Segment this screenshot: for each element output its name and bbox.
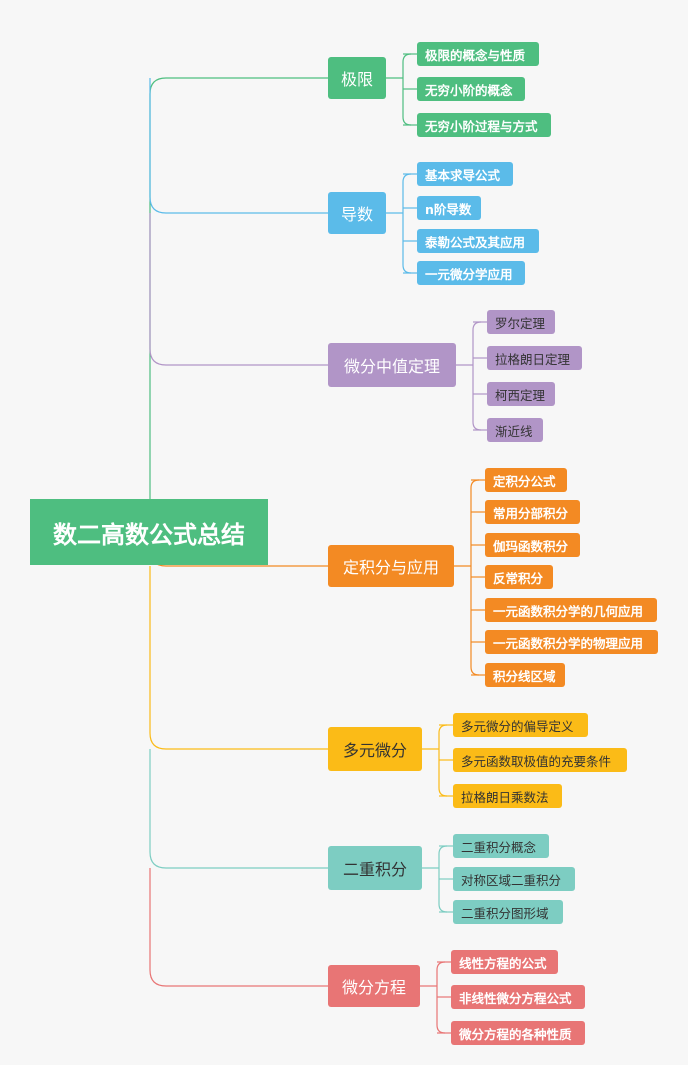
leaf-topic[interactable]: 线性方程的公式 [451,950,558,974]
branch-double-integral[interactable]: 二重积分 [328,846,422,890]
branch-title: 二重积分 [342,860,407,879]
leaf-topic[interactable]: 反常积分 [485,565,553,589]
branch-differential-equation[interactable]: 微分方程 [328,965,420,1007]
connector-line [149,78,328,214]
leaf-topic[interactable]: 多元函数取极值的充要条件 [453,748,627,772]
leaf-topic[interactable]: 定积分公式 [485,468,567,492]
branch-title: 导数 [340,205,373,224]
leaf-topic[interactable]: 基本求导公式 [417,162,513,186]
branch-definite-integral[interactable]: 定积分与应用 [328,545,454,587]
root-title: 数二高数公式总结 [53,520,245,549]
branch-title: 微分中值定理 [343,357,440,376]
leaf-topic[interactable]: 二重积分图形域 [453,900,563,924]
connector-line [149,77,328,565]
connector-line [149,566,328,750]
leaf-topic[interactable]: 多元微分的偏导定义 [453,713,588,737]
leaf-topic[interactable]: 无穷小阶的概念 [417,77,525,101]
connector-line [149,213,328,366]
leaf-topic[interactable]: 一元函数积分学的几何应用 [485,598,657,622]
branch-derivative[interactable]: 导数 [328,192,386,234]
connector-line [402,173,412,274]
connector-line [149,868,328,987]
branch-multivariable-differential[interactable]: 多元微分 [328,727,422,771]
branch-limit[interactable]: 极限 [328,57,386,99]
branch-title: 多元微分 [342,741,407,760]
leaf-topic[interactable]: 二重积分概念 [453,834,549,858]
leaf-topic[interactable]: 拉格朗日乘数法 [453,784,562,808]
leaf-topic[interactable]: 微分方程的各种性质 [451,1021,585,1045]
leaf-topic[interactable]: 罗尔定理 [487,310,555,334]
connector-line [472,321,482,431]
branch-mean-value-theorem[interactable]: 微分中值定理 [328,343,456,387]
leaf-topic[interactable]: 泰勒公式及其应用 [417,229,539,253]
leaf-topic[interactable]: 无穷小阶过程与方式 [417,113,551,137]
leaf-topic[interactable]: 极限的概念与性质 [417,42,539,66]
branch-title: 定积分与应用 [342,558,439,577]
leaf-topic[interactable]: 对称区域二重积分 [453,867,575,891]
leaf-topic[interactable]: 伽玛函数积分 [485,533,580,557]
leaf-topic[interactable]: 渐近线 [487,418,543,442]
leaf-topic[interactable]: n阶导数 [417,196,481,220]
branch-title: 极限 [340,70,373,89]
branch-title: 微分方程 [341,978,406,997]
leaf-topic[interactable]: 一元微分学应用 [417,261,525,285]
leaf-topic[interactable]: 一元函数积分学的物理应用 [485,630,658,654]
leaf-topic[interactable]: 柯西定理 [487,382,555,406]
leaf-topic[interactable]: 拉格朗日定理 [487,346,582,370]
leaf-topic[interactable]: 常用分部积分 [485,500,580,524]
root-topic[interactable]: 数二高数公式总结 [30,499,268,565]
leaf-topic[interactable]: 积分线区域 [485,663,565,687]
connector-line [149,749,328,869]
leaf-topic[interactable]: 非线性微分方程公式 [451,985,585,1009]
